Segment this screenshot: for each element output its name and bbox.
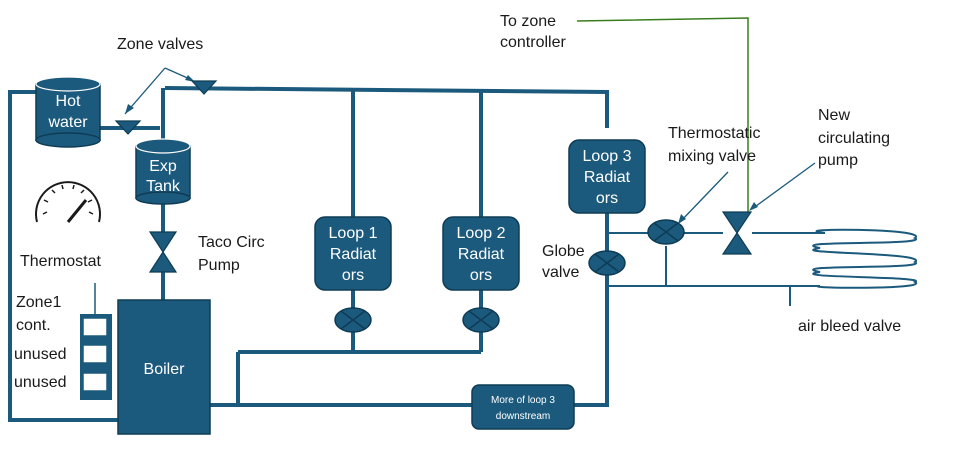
pipe-network [8, 86, 609, 422]
pump-label-3: pump [818, 152, 858, 169]
mixing-label-2: mixing valve [668, 148, 756, 165]
callout-arrows [124, 67, 816, 224]
zone-valves-label: Zone valves [117, 36, 203, 53]
mixing-label-1: Thermostatic [668, 125, 760, 142]
thermostat-label: Thermostat [20, 253, 101, 270]
hot-water-label-2: water [47, 114, 88, 131]
mixing-piping [609, 232, 825, 306]
taco-pump [148, 231, 178, 273]
globe-label-1: Globe [542, 243, 585, 260]
zone1-label-2: cont. [16, 317, 51, 334]
globe-valve [588, 250, 626, 276]
zone-valve-upper [190, 80, 218, 95]
downstream-label-1: More of loop 3 [491, 395, 555, 406]
unused-label-2: unused [14, 374, 67, 391]
exp-tank-label-2: Tank [146, 178, 181, 195]
taco-label-1: Taco Circ [198, 234, 265, 251]
loop2-label-2: Radiat [458, 246, 505, 263]
loop3-label-2: Radiat [584, 169, 631, 186]
boiler-label: Boiler [144, 361, 186, 378]
loop3-label-3: ors [596, 190, 618, 207]
pump-label-2: circulating [818, 130, 890, 147]
taco-label-2: Pump [198, 257, 240, 274]
loop2-label-1: Loop 2 [457, 225, 506, 242]
boiler: Boiler [117, 299, 211, 435]
thermostat-gauge-icon [35, 181, 101, 223]
globe-label-2: valve [542, 264, 579, 281]
loop2-radiators: Loop 2 Radiat ors [442, 216, 520, 291]
loop1-label-3: ors [342, 267, 364, 284]
loop1-radiators: Loop 1 Radiat ors [314, 216, 392, 291]
air-bleed-label: air bleed valve [798, 318, 901, 335]
loop3-downstream-box: More of loop 3 downstream [471, 384, 575, 430]
pump-label-1: New [818, 107, 850, 124]
to-zone-label-1: To zone [500, 13, 556, 30]
zone-valve-lower [114, 120, 142, 135]
control-wire [576, 17, 749, 212]
loop2-label-3: ors [470, 267, 492, 284]
exp-tank-label-1: Exp [149, 158, 177, 175]
radiator-coil [812, 228, 918, 289]
zone-controller-panel [80, 283, 112, 400]
unused-label-1: unused [14, 346, 67, 363]
loop1-label-1: Loop 1 [329, 225, 378, 242]
loop2-balancing-valve [462, 307, 500, 333]
to-zone-label-2: controller [500, 34, 566, 51]
new-circulating-pump [721, 211, 753, 255]
expansion-tank: Exp Tank [135, 138, 191, 205]
zone1-label-1: Zone1 [16, 294, 61, 311]
hot-water-label-1: Hot [56, 93, 81, 110]
downstream-label-2: downstream [496, 411, 550, 422]
thermostatic-mixing-valve [647, 219, 685, 245]
annotations: Zone valves To zone controller Taco Circ… [14, 13, 901, 391]
hot-water-tank: Hot water [35, 76, 101, 148]
loop1-label-2: Radiat [330, 246, 377, 263]
loop1-balancing-valve [334, 307, 372, 333]
loop3-label-1: Loop 3 [583, 148, 632, 165]
loop3-radiators: Loop 3 Radiat ors [568, 139, 646, 214]
